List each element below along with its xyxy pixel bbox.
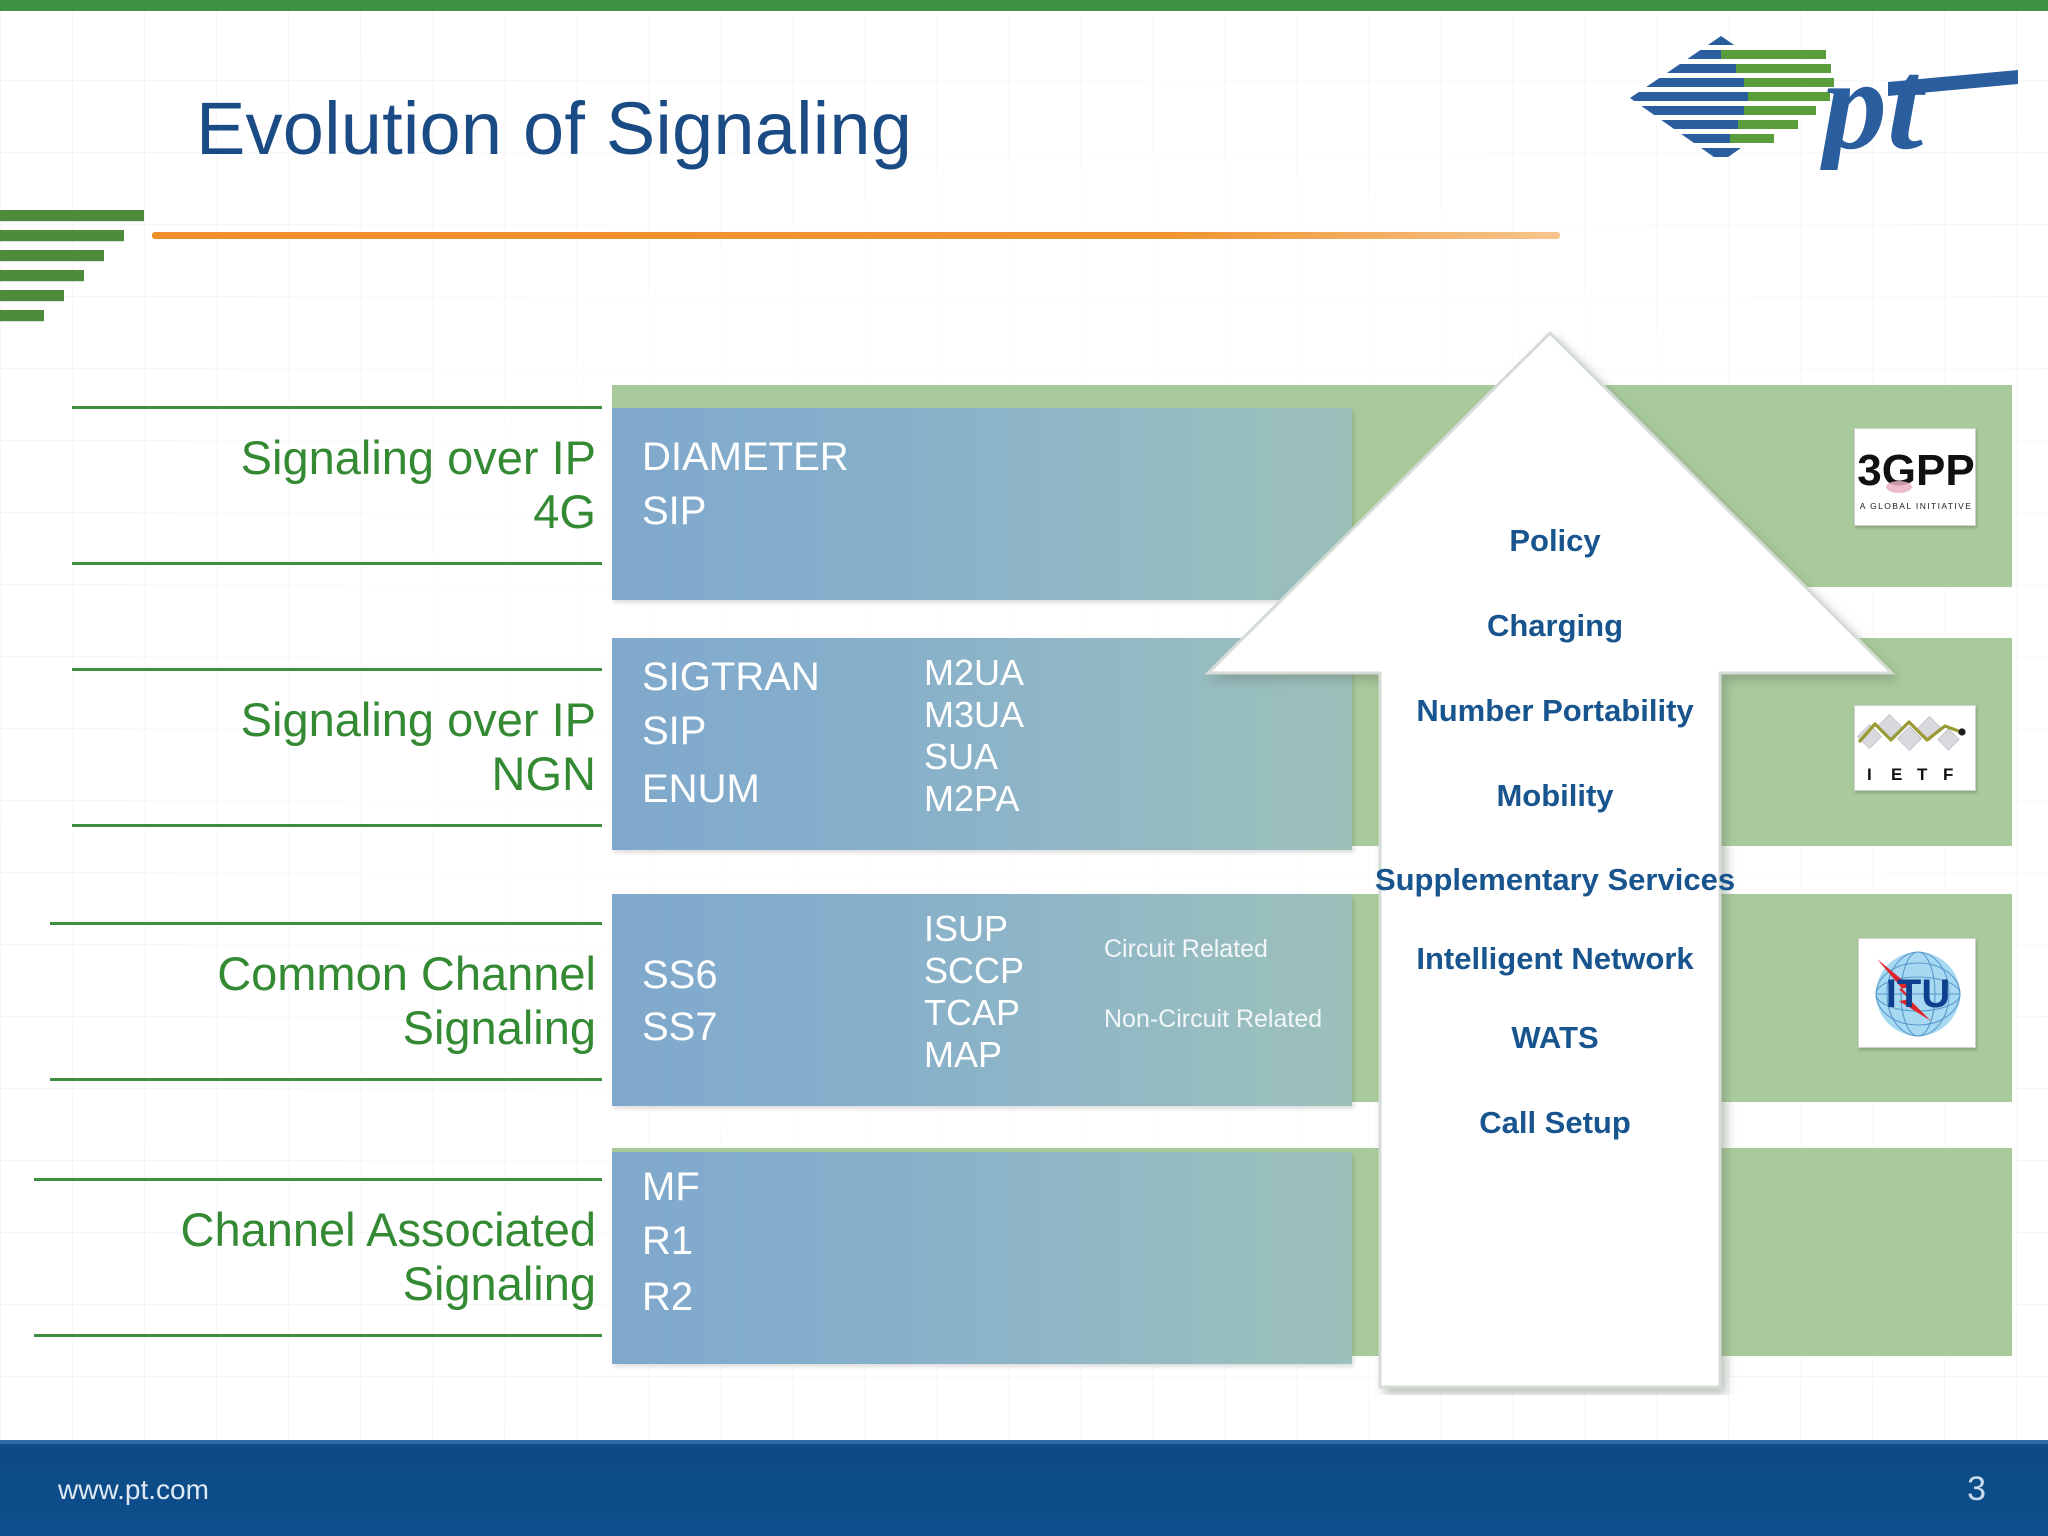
row-2-label-line1: Signaling over IP bbox=[240, 693, 596, 746]
ietf-letter-i: I bbox=[1867, 765, 1872, 784]
row-1-label-line2: 4G bbox=[533, 484, 596, 538]
row-1-col1-item-0: DIAMETER bbox=[642, 435, 849, 479]
row-2-label: Signaling over IP NGN bbox=[72, 668, 602, 828]
row-band-blue-2: SIGTRAN SIP ENUM M2UA M3UA SUA M2PA bbox=[612, 638, 1352, 850]
org-logo-ietf: I E T F bbox=[1854, 705, 1976, 791]
row-1-col1-item-1: SIP bbox=[642, 489, 707, 533]
ietf-letter-e: E bbox=[1891, 765, 1902, 784]
row-3-label-line2: Signaling bbox=[402, 1000, 596, 1054]
ietf-letter-t: T bbox=[1917, 765, 1928, 784]
row-3-col3-item-0: Circuit Related bbox=[1104, 935, 1268, 963]
arrow-item-policy: Policy bbox=[1509, 523, 1601, 558]
svg-text:A GLOBAL INITIATIVE: A GLOBAL INITIATIVE bbox=[1860, 501, 1973, 511]
title-underline-rule bbox=[152, 232, 1560, 239]
row-3-col2-item-0: ISUP bbox=[924, 908, 1009, 949]
row-2-col1-item-0: SIGTRAN bbox=[642, 655, 820, 699]
row-2-col2-item-2: SUA bbox=[924, 736, 999, 777]
arrow-item-call-setup: Call Setup bbox=[1479, 1105, 1631, 1141]
row-1-label-line1: Signaling over IP bbox=[240, 431, 596, 484]
row-4-label: Channel Associated Signaling bbox=[34, 1178, 602, 1338]
row-2-col2-item-3: M2PA bbox=[924, 778, 1020, 819]
top-green-band bbox=[0, 0, 2048, 11]
org-logo-3gpp: 3GPP A GLOBAL INITIATIVE bbox=[1854, 428, 1976, 526]
row-band-blue-1: DIAMETER SIP bbox=[612, 408, 1352, 600]
row-3-col1-item-1: SS7 bbox=[642, 1005, 718, 1049]
row-3-col1-item-0: SS6 bbox=[642, 953, 718, 997]
footer-bar: www.pt.com 3 bbox=[0, 1444, 2048, 1536]
evolution-up-arrow bbox=[1200, 325, 1900, 1395]
row-3-col2-item-1: SCCP bbox=[924, 950, 1025, 991]
row-2-col2-item-0: M2UA bbox=[924, 652, 1025, 693]
pt-logo: pt bbox=[1626, 30, 2026, 177]
row-2-label-line2: NGN bbox=[491, 746, 596, 800]
arrow-item-number-portability: Number Portability bbox=[1416, 692, 1694, 728]
row-4-col1-item-2: R2 bbox=[642, 1275, 694, 1319]
arrow-item-mobility: Mobility bbox=[1496, 777, 1614, 813]
row-2-col1-item-2: ENUM bbox=[642, 767, 760, 811]
arrow-item-list: Policy Charging Number Portability Mobil… bbox=[1370, 523, 1740, 1141]
row-2-col2-item-1: M3UA bbox=[924, 694, 1025, 735]
row-band-blue-3: SS6 SS7 ISUP SCCP TCAP MAP Circuit Relat… bbox=[612, 894, 1352, 1106]
row-3-col2-item-3: MAP bbox=[924, 1034, 1003, 1075]
row-3-label: Common Channel Signaling bbox=[50, 922, 602, 1082]
itu-logo-wordmark: ITU bbox=[1886, 972, 1950, 1016]
arrow-item-supplementary-services: Supplementary Services bbox=[1374, 862, 1736, 898]
row-1-label: Signaling over IP 4G bbox=[72, 406, 602, 566]
arrow-item-wats: WATS bbox=[1511, 1020, 1599, 1056]
row-4-label-line1: Channel Associated bbox=[180, 1203, 596, 1256]
arrow-item-intelligent-network: Intelligent Network bbox=[1416, 941, 1694, 977]
org-logo-itu: ITU bbox=[1858, 938, 1976, 1048]
arrow-item-charging: Charging bbox=[1486, 607, 1624, 643]
footer-top-rule bbox=[0, 1440, 2048, 1444]
row-3-col2-item-2: TCAP bbox=[924, 992, 1021, 1033]
row-band-blue-4: MF R1 R2 bbox=[612, 1152, 1352, 1364]
row-4-label-line2: Signaling bbox=[402, 1256, 596, 1310]
row-2-col1-item-1: SIP bbox=[642, 709, 707, 753]
footer-url[interactable]: www.pt.com bbox=[58, 1474, 209, 1505]
page-number: 3 bbox=[1967, 1470, 1986, 1508]
row-3-label-line1: Common Channel bbox=[217, 947, 596, 1000]
row-4-col1-item-0: MF bbox=[642, 1165, 700, 1209]
decorative-stripes bbox=[0, 210, 146, 342]
svg-text:pt: pt bbox=[1812, 33, 1927, 170]
row-3-col3-item-1: Non-Circuit Related bbox=[1104, 1005, 1323, 1033]
ietf-letter-f: F bbox=[1943, 765, 1953, 784]
page-title: Evolution of Signaling bbox=[196, 87, 913, 170]
row-4-col1-item-1: R1 bbox=[642, 1219, 694, 1263]
3gpp-logo-wordmark: 3GPP bbox=[1857, 446, 1974, 495]
